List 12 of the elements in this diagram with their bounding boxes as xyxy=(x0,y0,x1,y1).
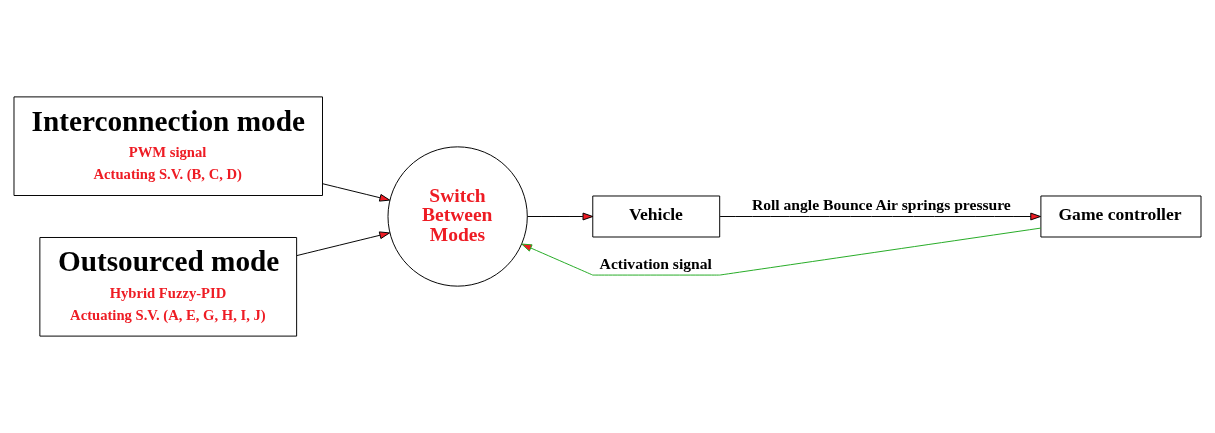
node-box: Game controller xyxy=(1040,195,1202,238)
node-circle: Switch Between Modes xyxy=(387,146,528,287)
arrow xyxy=(322,183,391,202)
arrow xyxy=(521,227,1042,276)
arrow xyxy=(719,212,1042,221)
arrow xyxy=(296,231,391,257)
arrow xyxy=(526,212,594,221)
edge-label: Activation signal xyxy=(599,255,712,273)
node-box: Vehicle xyxy=(592,195,721,238)
node-box: Outsourced mode Hybrid Fuzzy-PID Actuating S.V. (A, E, G, H, I, J) xyxy=(39,237,298,337)
node-box: Interconnection mode PWM signal Actuating S.V. (B, C, D) xyxy=(13,96,323,196)
edge-label: Roll angle Bounce Air springs pressure xyxy=(751,196,1011,214)
